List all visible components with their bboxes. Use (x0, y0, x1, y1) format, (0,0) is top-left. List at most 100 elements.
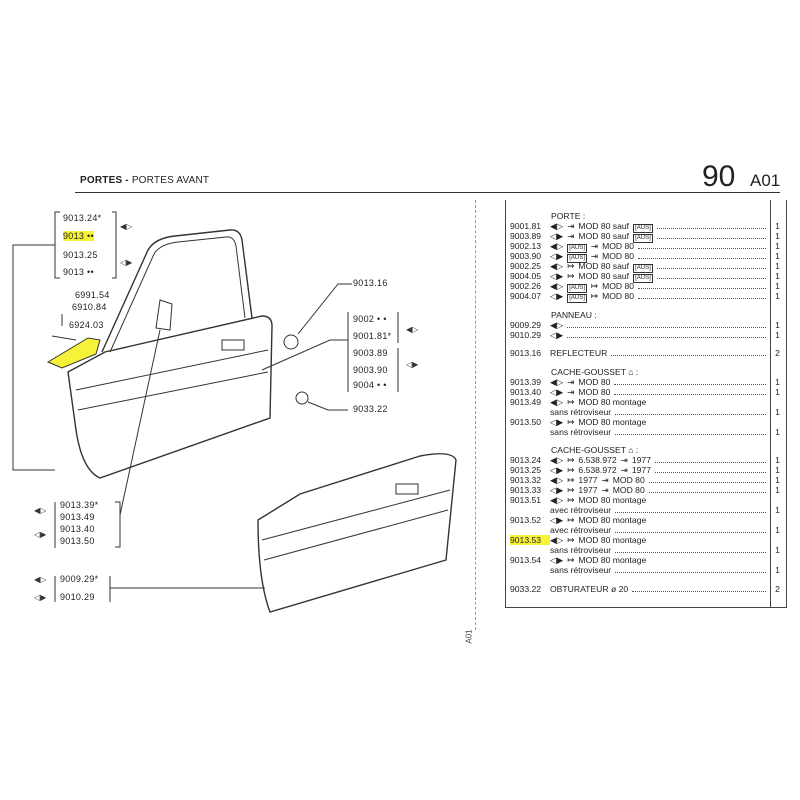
description-text: 1977 (578, 475, 598, 485)
part-qty: 1 (775, 291, 780, 301)
leader-dots (638, 251, 766, 259)
part-description: ◁▶↦MOD 80 sauf[AUS] (550, 271, 766, 283)
symbol-icon: ⇥ (590, 251, 599, 261)
part-qty: 2 (775, 348, 780, 358)
symbol-icon: ↦ (567, 416, 575, 427)
part-row[interactable]: 9013.54◁▶↦MOD 80 montage (510, 555, 785, 565)
description-text: MOD 80 sauf (578, 271, 630, 281)
part-qty: 1 (775, 485, 780, 495)
leader-reflector (297, 283, 352, 335)
bracket-lower (54, 501, 121, 548)
label-9013: 9013 •• (63, 267, 94, 277)
aus-badge: [AUS] (567, 244, 587, 253)
part-row[interactable]: 9010.29◁▶1 (510, 330, 785, 340)
side-arrow-left-icon: ◀▷ (34, 575, 47, 584)
part-description: ◀▷↦MOD 80 montage (550, 535, 766, 545)
symbol-icon: ↦ (567, 485, 575, 495)
symbol-icon: ⇥ (601, 485, 609, 495)
description-text: MOD 80 sauf (578, 261, 630, 271)
part-qty: 1 (775, 386, 780, 397)
part-code: 9002.13 (510, 241, 542, 251)
description-text: 1977 (631, 455, 651, 465)
part-row[interactable]: 9013.49◀▷↦MOD 80 montage (510, 397, 785, 407)
part-row[interactable]: 9013.51◀▷↦MOD 80 montage (510, 495, 785, 505)
symbol-icon: ↦ (567, 535, 575, 545)
symbol-icon: ◀▷ (550, 221, 564, 231)
part-description: sans rétroviseur (550, 427, 766, 437)
part-qty: 1 (775, 319, 780, 330)
part-description: ◁▶⇥MOD 80 (550, 387, 766, 397)
aus-badge: [AUS] (567, 284, 587, 293)
symbol-icon: ↦ (567, 271, 575, 281)
side-arrow-right-icon: ◁▶ (120, 258, 133, 267)
part-qty: 1 (775, 465, 780, 475)
door-handle (221, 339, 245, 351)
part-row[interactable]: 9002.25◀▷↦MOD 80 sauf[AUS]1 (510, 261, 785, 273)
highlighted-part (46, 337, 101, 369)
part-description: REFLECTEUR (550, 348, 766, 358)
symbol-icon: ◀▷ (550, 495, 564, 505)
description-text: MOD 80 montage (578, 555, 647, 565)
part-row[interactable]: 9004.05◁▶↦MOD 80 sauf[AUS]1 (510, 271, 785, 283)
part-description: sans rétroviseur (550, 565, 766, 575)
symbol-icon: ◁▶ (550, 485, 564, 495)
leader-dots (656, 271, 766, 279)
symbol-icon: ↦ (567, 495, 575, 505)
side-arrow-right-icon: ◁▶ (34, 530, 47, 539)
symbol-icon: ◁▶ (550, 291, 564, 301)
leader-upper (12, 244, 55, 471)
symbol-icon: ◁▶ (550, 271, 564, 281)
section-heading: PORTE : (551, 211, 586, 221)
part-code: 9010.29 (510, 329, 542, 340)
front-door (46, 229, 273, 479)
leader-dots (638, 241, 766, 249)
leader-dots (614, 387, 766, 395)
part-description: ◀▷↦MOD 80 montage (550, 397, 766, 407)
part-row[interactable]: 9013.50◁▶↦MOD 80 montage (510, 417, 785, 427)
part-description: ◀▷↦1977⇥MOD 80 (550, 475, 766, 485)
symbol-icon: ↦ (590, 281, 599, 291)
part-row[interactable]: 9009.29◀▷1 (510, 320, 785, 330)
part-code: 9013.25 (510, 465, 542, 475)
part-row[interactable]: 9013.52◁▶↦MOD 80 montage (510, 515, 785, 525)
leader-dots (648, 485, 766, 493)
part-code: 9004.05 (510, 271, 542, 281)
part-description: ◀▷[AUS]⇥MOD 80 (550, 241, 766, 253)
part-row[interactable]: 9013.53◀▷↦MOD 80 montage (510, 535, 785, 545)
leader-dots (615, 565, 766, 573)
side-arrow-right-icon: ◁▶ (34, 593, 47, 602)
leader-dots (654, 455, 766, 463)
part-code: 9013.24 (510, 455, 542, 465)
part-row[interactable]: 9001.81◀▷⇥MOD 80 sauf[AUS]1 (510, 221, 785, 233)
symbol-icon: ⇥ (567, 376, 575, 387)
symbol-icon: ◁▶ (550, 329, 564, 340)
part-row[interactable]: 9003.89◁▶⇥MOD 80 sauf[AUS]1 (510, 231, 785, 243)
label-6924-03: 6924.03 (69, 320, 104, 330)
leader-dots (615, 505, 766, 513)
fold-line (475, 200, 476, 630)
part-description: ◀▷↦MOD 80 sauf[AUS] (550, 261, 766, 273)
header-divider (75, 192, 780, 193)
side-arrow-right-icon: ◁▶ (406, 360, 419, 369)
symbol-icon: ⇥ (620, 465, 628, 475)
leader-dots (656, 221, 766, 229)
section-heading: CACHE-GOUSSET ⌂ : (551, 445, 639, 455)
section-heading: CACHE-GOUSSET ⌂ : (551, 366, 639, 377)
symbol-icon: ⇥ (590, 241, 599, 251)
description-text: MOD 80 sauf (578, 231, 630, 241)
